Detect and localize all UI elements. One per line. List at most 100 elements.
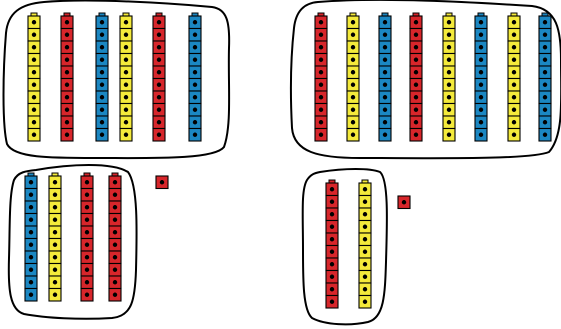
- cube-dot-icon: [113, 218, 117, 222]
- cube: [347, 104, 359, 117]
- tower-red: [153, 13, 165, 141]
- cube: [96, 104, 108, 117]
- cube-dot-icon: [447, 120, 451, 124]
- cube: [315, 16, 327, 29]
- cube: [28, 104, 40, 117]
- cube: [539, 66, 551, 79]
- cube-dot-icon: [363, 237, 367, 241]
- cube-dot-icon: [29, 218, 33, 222]
- cube: [28, 41, 40, 54]
- cube: [508, 116, 520, 129]
- cube-dot-icon: [29, 243, 33, 247]
- cube-dot-icon: [100, 58, 104, 62]
- cube-dot-icon: [193, 108, 197, 112]
- cube: [25, 239, 37, 252]
- cube: [49, 214, 61, 227]
- cube-dot-icon: [193, 133, 197, 137]
- cube-dot-icon: [124, 120, 128, 124]
- cube-dot-icon: [330, 250, 334, 254]
- tower-red: [326, 180, 338, 308]
- cube-dot-icon: [157, 70, 161, 74]
- cube: [379, 29, 391, 42]
- cube-dot-icon: [100, 33, 104, 37]
- cube-dot-icon: [512, 33, 516, 37]
- cube-dot-icon: [363, 300, 367, 304]
- cube: [153, 16, 165, 29]
- cube: [81, 176, 93, 189]
- cube: [326, 246, 338, 259]
- cube-dot-icon: [53, 180, 57, 184]
- cube-dot-icon: [85, 218, 89, 222]
- cube-dot-icon: [512, 108, 516, 112]
- cube-dot-icon: [402, 200, 406, 204]
- cube-dot-icon: [414, 58, 418, 62]
- cube: [359, 196, 371, 209]
- cube: [359, 271, 371, 284]
- cube-dot-icon: [65, 20, 69, 24]
- cube-dot-icon: [319, 70, 323, 74]
- cube-dot-icon: [32, 70, 36, 74]
- cube: [347, 54, 359, 67]
- cube: [49, 201, 61, 214]
- tower-red: [315, 13, 327, 141]
- cube-dot-icon: [193, 33, 197, 37]
- cube: [539, 104, 551, 117]
- cube: [153, 79, 165, 92]
- cube: [189, 91, 201, 104]
- cube: [120, 104, 132, 117]
- cube-dot-icon: [319, 58, 323, 62]
- group-bottom-left: [25, 173, 121, 301]
- cube-dot-icon: [65, 95, 69, 99]
- cube: [189, 16, 201, 29]
- cube-dot-icon: [543, 95, 547, 99]
- cube: [359, 283, 371, 296]
- cube: [49, 226, 61, 239]
- cube-dot-icon: [414, 20, 418, 24]
- cube-dot-icon: [85, 205, 89, 209]
- cube: [96, 91, 108, 104]
- cube-dot-icon: [543, 33, 547, 37]
- cube: [49, 189, 61, 202]
- cube: [539, 16, 551, 29]
- cube-dot-icon: [447, 20, 451, 24]
- cube-dot-icon: [193, 95, 197, 99]
- cube-dot-icon: [512, 83, 516, 87]
- cube-dot-icon: [479, 95, 483, 99]
- cube-dot-icon: [330, 262, 334, 266]
- cube: [109, 176, 121, 189]
- cube: [120, 41, 132, 54]
- cube-dot-icon: [512, 133, 516, 137]
- cube-dot-icon: [160, 180, 164, 184]
- cube: [410, 104, 422, 117]
- cube: [379, 41, 391, 54]
- cube-dot-icon: [479, 108, 483, 112]
- cube: [508, 79, 520, 92]
- cube-dot-icon: [32, 33, 36, 37]
- cube-dot-icon: [53, 243, 57, 247]
- cube-dot-icon: [330, 237, 334, 241]
- tower-blue: [189, 13, 201, 141]
- cube-dot-icon: [100, 83, 104, 87]
- cube: [96, 79, 108, 92]
- group-bottom-right: [326, 180, 371, 308]
- cube-dot-icon: [479, 83, 483, 87]
- cube: [25, 201, 37, 214]
- cube: [315, 116, 327, 129]
- group-top-left: [28, 13, 201, 141]
- cube-dot-icon: [157, 108, 161, 112]
- cube: [49, 289, 61, 302]
- cube: [153, 91, 165, 104]
- cube-dot-icon: [124, 33, 128, 37]
- cube: [61, 41, 73, 54]
- cube-dot-icon: [383, 20, 387, 24]
- cube: [28, 16, 40, 29]
- cube-dot-icon: [193, 120, 197, 124]
- cube: [539, 79, 551, 92]
- cube-dot-icon: [29, 280, 33, 284]
- cube-dot-icon: [29, 268, 33, 272]
- cube: [153, 116, 165, 129]
- cube: [315, 66, 327, 79]
- cube-dot-icon: [85, 255, 89, 259]
- cube-dot-icon: [85, 280, 89, 284]
- cube-dot-icon: [363, 250, 367, 254]
